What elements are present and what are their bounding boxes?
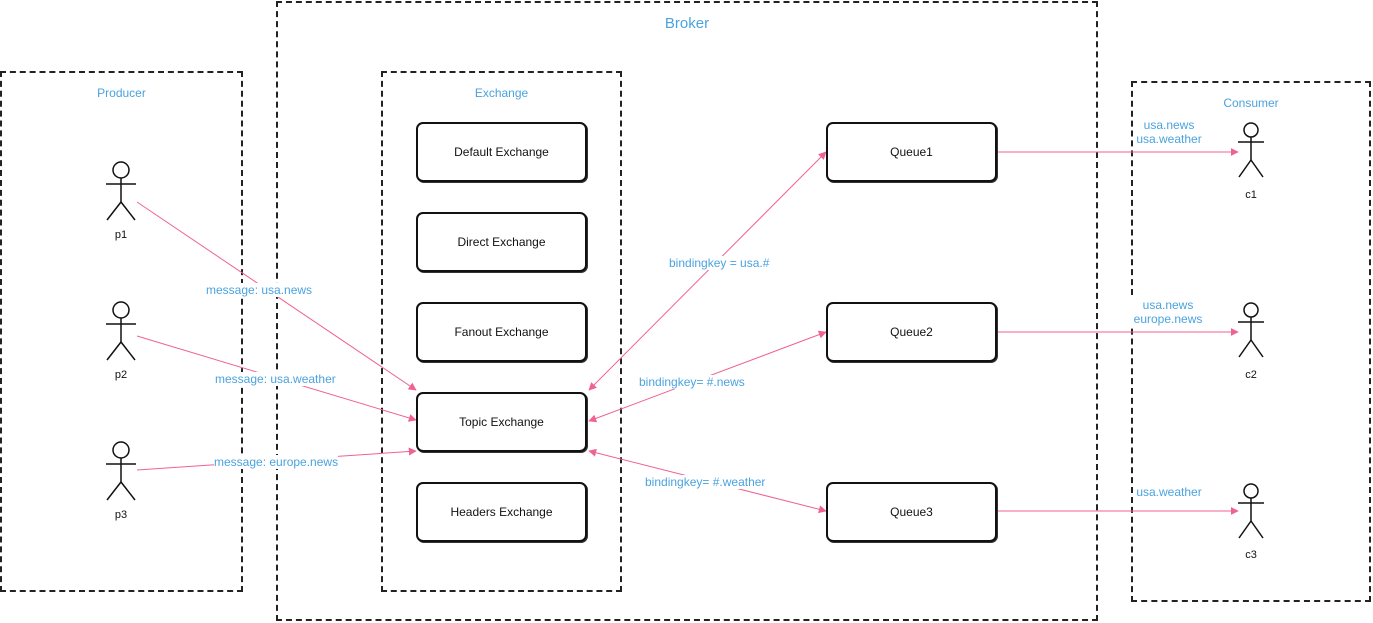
headers-exchange-box[interactable]: Headers Exchange [416, 482, 587, 542]
fanout-exchange-box[interactable]: Fanout Exchange [416, 302, 587, 362]
subscription-c2-topic-2: europe.news [1133, 312, 1203, 326]
broker-title: Broker [664, 15, 710, 32]
subscription-c1-topic-2: usa.weather [1136, 132, 1202, 146]
actor-c2-name: c2 [1245, 369, 1257, 381]
message-label-p1: message: usa.news [206, 283, 313, 297]
message-label-p3: message: europe.news [214, 455, 339, 469]
actor-c3-icon [1238, 483, 1264, 539]
actor-p1-icon [106, 161, 136, 221]
actor-c2-icon [1238, 302, 1264, 358]
topic-exchange-box[interactable]: Topic Exchange [416, 392, 587, 452]
queue3-box[interactable]: Queue3 [826, 482, 997, 542]
arrow-topic-queue1 [588, 151, 827, 391]
subscription-c1-topic-1: usa.news [1143, 118, 1195, 132]
subscription-label-c3: usa.weather [1134, 485, 1204, 499]
message-label-p2: message: usa.weather [215, 372, 336, 386]
exchange-title: Exchange [474, 86, 529, 100]
actor-p2-name: p2 [114, 369, 128, 381]
direct-exchange-box[interactable]: Direct Exchange [416, 212, 587, 272]
producer-title: Producer [97, 86, 146, 100]
broker-frame: Broker [276, 1, 1098, 621]
subscription-c2-topic-1: usa.news [1142, 298, 1194, 312]
producer-frame: Producer [0, 71, 243, 592]
default-exchange-box[interactable]: Default Exchange [416, 122, 587, 182]
binding-label-queue3: bindingkey= #.weather [645, 475, 766, 489]
subscription-label-c2: usa.news europe.news [1130, 298, 1206, 326]
actor-p3-name: p3 [114, 509, 128, 521]
consumer-frame: Consumer [1131, 81, 1371, 602]
queue2-box[interactable]: Queue2 [826, 302, 997, 362]
actor-c3-name: c3 [1245, 549, 1257, 561]
subscription-c3-topic-1: usa.weather [1136, 485, 1202, 499]
consumer-title: Consumer [1223, 96, 1279, 110]
actor-c1-name: c1 [1245, 189, 1257, 201]
actor-p3-icon [106, 441, 136, 501]
actor-p1-name: p1 [114, 229, 128, 241]
binding-label-queue1: bindingkey = usa.# [669, 256, 770, 270]
binding-label-queue2: bindingkey= #.news [639, 375, 745, 389]
actor-p2-icon [106, 301, 136, 361]
queue1-box[interactable]: Queue1 [826, 122, 997, 182]
subscription-label-c1: usa.news usa.weather [1134, 118, 1204, 146]
actor-c1-icon [1238, 122, 1264, 178]
